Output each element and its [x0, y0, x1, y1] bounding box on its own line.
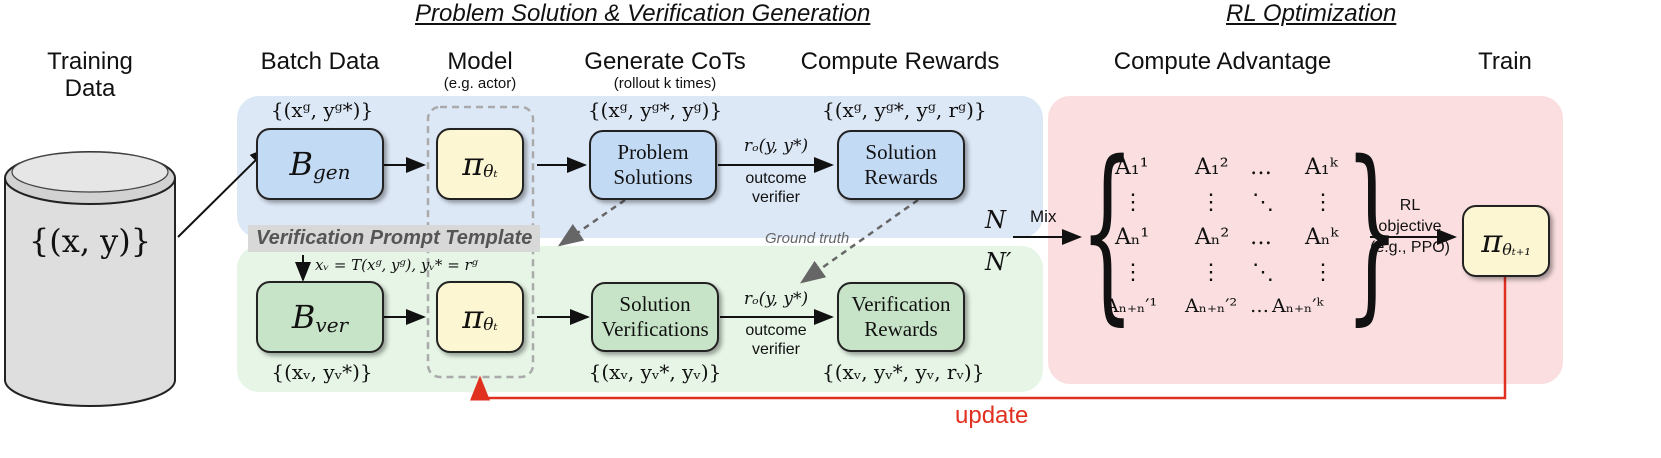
generation-section-title: Problem Solution & Verification Generati… [415, 0, 871, 27]
matrix-cell: Aₙ¹ [1115, 225, 1150, 250]
gen-outcome-verifier: outcome verifier [745, 170, 807, 206]
matrix-cell: … [1250, 295, 1269, 317]
gen-reward-fn: rₒ(y, y*) [743, 136, 809, 156]
n-label: N [985, 206, 1006, 234]
n-prime-label: N′ [985, 248, 1012, 276]
matrix-cell: ⋮ [1200, 190, 1222, 215]
ver-outcome-verifier: outcome verifier [745, 322, 807, 358]
matrix-cell: … [1250, 155, 1272, 180]
header-generate-cots-sub: (rollout k times) [613, 75, 717, 92]
update-label: update [955, 402, 1029, 429]
verification-prompt-template: Verification Prompt Template [248, 225, 541, 252]
rl-section-title: RL Optimization [1226, 0, 1397, 27]
verification-template-formula: xᵥ = T(xᵍ, yᵍ), yᵥ* = rᵍ [315, 256, 478, 274]
matrix-left-brace: { [1080, 121, 1135, 342]
ver-batch-main: B [291, 298, 316, 336]
gen-cots-set: {(xᵍ, yᵍ*, yᵍ)} [587, 98, 723, 122]
verification-rewards-box: Verification Rewards [837, 282, 965, 352]
matrix-cell: Aₙ² [1195, 225, 1230, 250]
matrix-cell: Aₙ₊ₙ′¹ [1105, 295, 1158, 317]
matrix-cell: ⋮ [1312, 190, 1334, 215]
matrix-cell: A₁¹ [1115, 155, 1149, 180]
ground-truth-label: Ground truth [765, 230, 850, 247]
update-arrow [470, 275, 1507, 401]
matrix-cell: A₁² [1195, 155, 1229, 180]
problem-solutions-box: Problem Solutions [589, 130, 717, 200]
gen-batch-main: B [289, 145, 313, 183]
ver-policy-sub: θₜ [483, 315, 498, 335]
ver-policy-symbol: π [462, 298, 484, 336]
header-training-data: Training Data [47, 48, 133, 102]
advantage-matrix: A₁¹ A₁² … A₁ᵏ ⋮ ⋮ ⋱ ⋮ Aₙ¹ Aₙ² … Aₙᵏ ⋮ ⋮ … [1100, 145, 1355, 335]
flow-arrows [177, 146, 1457, 325]
ver-batch-set: {(xᵥ, yᵥ*)} [271, 360, 373, 384]
matrix-cell: Aₙᵏ [1305, 225, 1339, 250]
gen-policy-symbol: π [462, 145, 484, 183]
rl-objective-label: RL objective (e.g., PPO) [1369, 197, 1451, 256]
header-train: Train [1478, 48, 1532, 75]
matrix-right-brace: } [1345, 121, 1400, 342]
matrix-cell: ⋱ [1252, 260, 1274, 285]
train-policy-symbol: π [1481, 222, 1503, 260]
gen-batch-sub: gen [312, 160, 351, 184]
gen-policy-sub: θₜ [483, 162, 498, 182]
matrix-cell: Aₙ₊ₙ′² [1185, 295, 1238, 317]
gen-rewards-set: {(xᵍ, yᵍ*, yᵍ, rᵍ)} [822, 98, 987, 122]
header-model: Model [447, 48, 513, 75]
ver-batch-sub: ver [315, 313, 349, 337]
ver-rewards-set: {(xᵥ, yᵥ*, yᵥ, rᵥ)} [822, 360, 985, 384]
gen-batch-set: {(xᵍ, yᵍ*)} [270, 98, 374, 122]
solution-rewards-box: Solution Rewards [837, 130, 965, 200]
training-data-label: {(x, y)} [28, 222, 152, 260]
training-data-cylinder [4, 151, 176, 407]
header-compute-rewards: Compute Rewards [800, 48, 1000, 75]
header-model-sub: (e.g. actor) [443, 75, 517, 92]
matrix-cell: ⋮ [1312, 260, 1334, 285]
matrix-cell: Aₙ₊ₙ′ᵏ [1272, 295, 1324, 317]
mix-label: Mix [1030, 207, 1057, 226]
matrix-cell: A₁ᵏ [1305, 155, 1338, 180]
header-compute-advantage: Compute Advantage [1113, 48, 1332, 75]
ver-cots-set: {(xᵥ, yᵥ*, yᵥ)} [588, 360, 722, 384]
matrix-cell: ⋮ [1122, 190, 1144, 215]
train-policy-sub: θₜ₊₁ [1502, 239, 1531, 259]
matrix-cell: ⋮ [1200, 260, 1222, 285]
matrix-cell: ⋱ [1252, 190, 1274, 215]
header-batch-data: Batch Data [260, 48, 380, 75]
matrix-cell: … [1250, 225, 1272, 250]
ver-reward-fn: rₒ(y, y*) [743, 289, 809, 309]
dashed-arrows [557, 198, 919, 284]
header-generate-cots: Generate CoTs [584, 48, 746, 75]
matrix-cell: ⋮ [1122, 260, 1144, 285]
solution-verifications-box: Solution Verifications [591, 282, 719, 352]
